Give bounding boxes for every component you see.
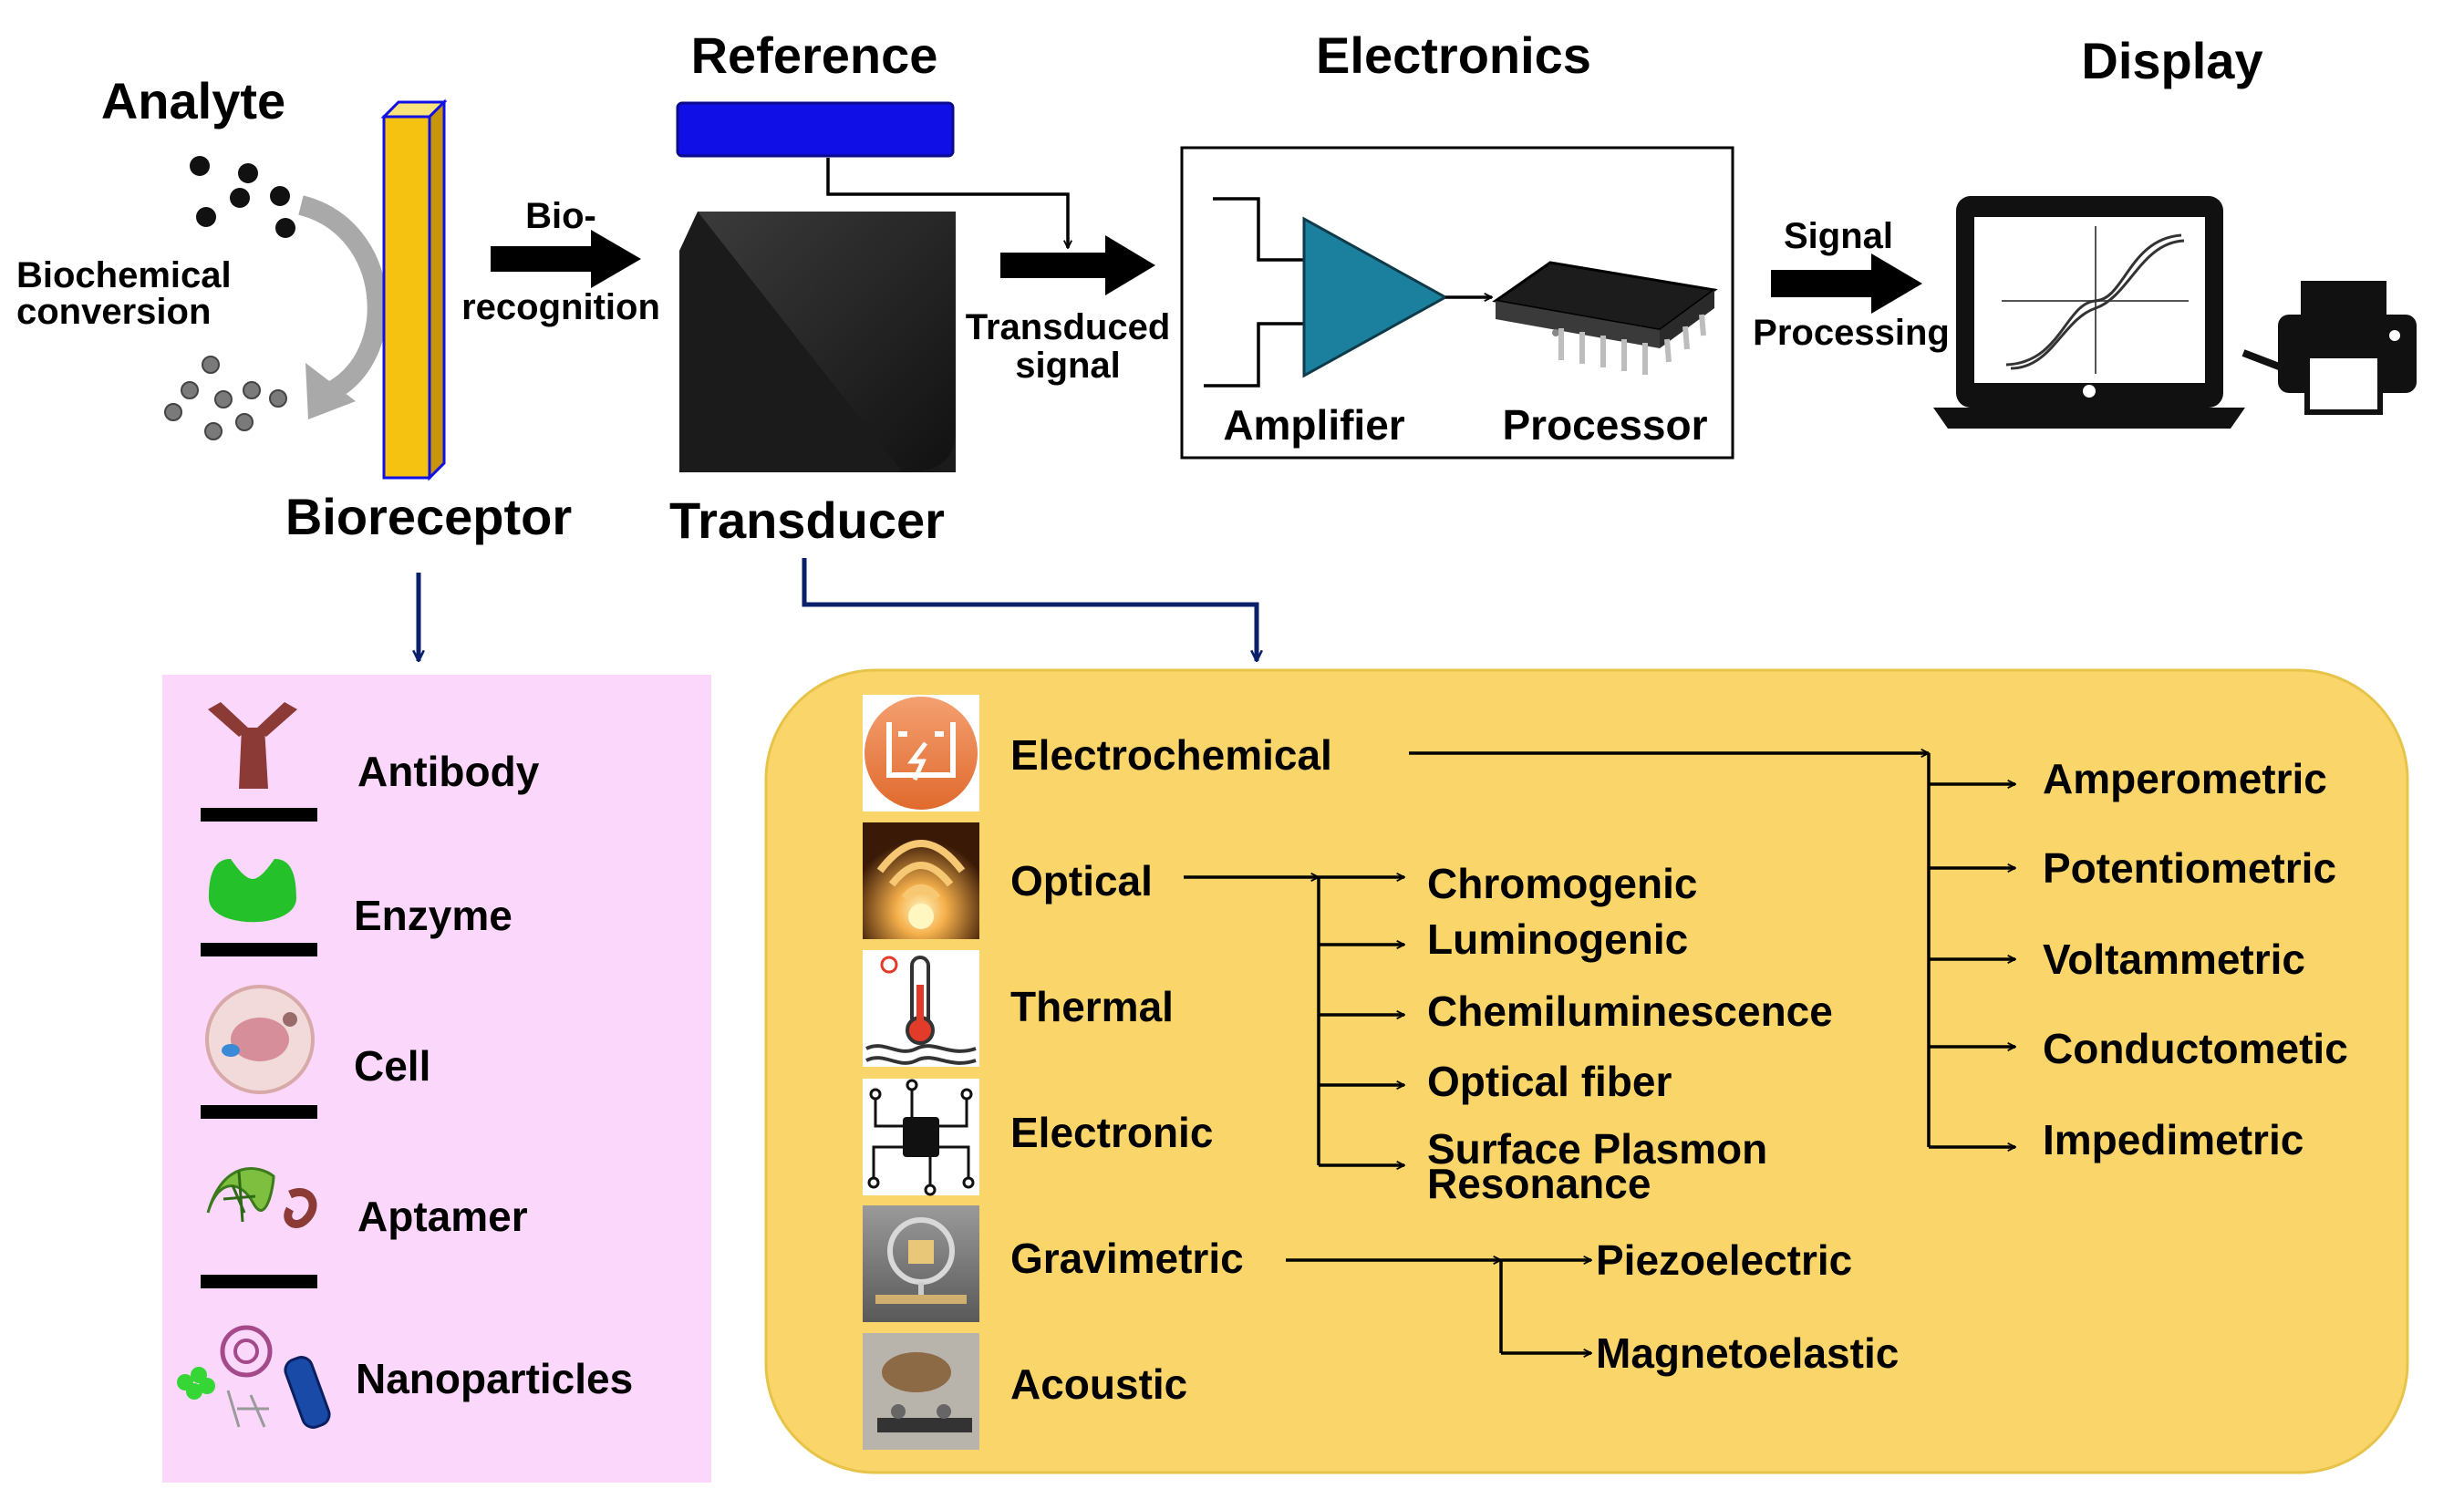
electrochemical-label: Electrochemical <box>1010 731 1332 779</box>
signal-processing-arrow <box>1771 253 1922 314</box>
analyte-heading: Analyte <box>101 72 285 129</box>
luminogenic-label: Luminogenic <box>1427 915 1688 963</box>
product-particles <box>164 356 287 440</box>
signal-label-2: Processing <box>1753 313 1950 353</box>
laptop-display-icon <box>1933 196 2300 429</box>
biorecognition-arrow <box>491 230 641 288</box>
piezoelectric-label: Piezoelectric <box>1596 1236 1852 1284</box>
transducer-labels: Electrochemical Optical Thermal Electron… <box>1010 731 1332 1408</box>
enzyme-icon <box>201 859 317 956</box>
potentiometric-label: Potentiometric <box>2043 844 2336 892</box>
transducer-panel <box>764 668 2409 1474</box>
transducer-block <box>679 212 956 472</box>
chemiluminescence-label: Chemiluminescence <box>1427 987 1833 1035</box>
nanoparticles-label: Nanoparticles <box>356 1355 633 1402</box>
electrochemical-types: Amperometric Potentiometric Voltammetric… <box>2043 755 2348 1163</box>
aptamer-icon <box>201 1167 317 1288</box>
transducer-expand-arrow <box>802 558 1257 661</box>
bioreceptor-label: Bioreceptor <box>285 488 572 545</box>
electrochemical-icon <box>863 695 979 812</box>
acoustic-icon <box>863 1333 979 1450</box>
nanoparticles-icon <box>177 1325 331 1429</box>
reference-heading: Reference <box>691 26 938 84</box>
amplifier-input-top <box>1213 197 1304 262</box>
electronic-label: Electronic <box>1010 1109 1213 1156</box>
transducer-label: Transducer <box>669 491 945 549</box>
display-heading: Display <box>2081 32 2262 89</box>
processor-chip <box>1492 261 1718 375</box>
bioreceptor-bar <box>380 98 448 481</box>
reference-bar <box>676 101 955 158</box>
thermal-icon <box>863 950 979 1067</box>
signal-label-1: Signal <box>1784 216 1893 256</box>
optical-types: Chromogenic Luminogenic Chemiluminescenc… <box>1427 860 1833 1207</box>
biorecognition-label-2: recognition <box>461 287 660 327</box>
amplifier-input-bottom <box>1204 322 1304 388</box>
antibody-label: Antibody <box>357 748 540 795</box>
aptamer-label: Aptamer <box>357 1193 528 1240</box>
surface-plasmon-label: Surface Plasmon <box>1427 1125 1767 1173</box>
electronics-heading: Electronics <box>1316 26 1591 84</box>
biochemical-label-1: Biochemical <box>16 255 232 295</box>
impedimetric-label: Impedimetric <box>2043 1116 2304 1163</box>
resonance-label: Resonance <box>1427 1160 1651 1207</box>
gravimetric-icon <box>863 1205 979 1322</box>
conversion-arrow <box>297 195 388 401</box>
optical-icon <box>863 822 979 939</box>
processor-label: Processor <box>1502 401 1707 449</box>
cell-label: Cell <box>354 1042 430 1090</box>
gravimetric-label: Gravimetric <box>1010 1235 1244 1282</box>
conversion-arrowhead <box>305 363 356 419</box>
bioreceptor-labels: Antibody Enzyme Cell Aptamer Nanoparticl… <box>354 748 633 1402</box>
transduced-signal-arrow <box>1000 235 1155 295</box>
gravimetric-types: Piezoelectric Magnetoelastic <box>1596 1236 1899 1377</box>
biorecognition-label-1: Bio- <box>525 196 596 236</box>
cell-icon <box>201 985 317 1119</box>
optical-tree <box>1184 877 1404 1165</box>
biochemical-label-2: conversion <box>16 292 211 332</box>
transduced-label-2: signal <box>1015 346 1121 386</box>
analyte-particles <box>190 156 295 238</box>
transduced-label-1: Transduced <box>966 307 1171 347</box>
magnetoelastic-label: Magnetoelastic <box>1596 1329 1899 1377</box>
amplifier-triangle <box>1302 216 1449 378</box>
optical-fiber-label: Optical fiber <box>1427 1058 1672 1105</box>
voltammetric-label: Voltammetric <box>2043 936 2305 983</box>
antibody-icon <box>201 702 317 822</box>
optical-label: Optical <box>1010 857 1153 905</box>
acoustic-label: Acoustic <box>1010 1360 1187 1408</box>
reference-line <box>826 158 1068 248</box>
amperometric-label: Amperometric <box>2043 755 2327 802</box>
thermal-label: Thermal <box>1010 983 1174 1030</box>
printer-icon <box>2278 281 2417 415</box>
chromogenic-label: Chromogenic <box>1427 860 1697 907</box>
enzyme-label: Enzyme <box>354 892 512 939</box>
electronic-icon <box>863 1079 979 1196</box>
gravimetric-tree <box>1286 1260 1591 1353</box>
amplifier-label: Amplifier <box>1223 401 1404 449</box>
conductometic-label: Conductometic <box>2043 1025 2348 1072</box>
electrochemical-tree <box>1409 753 2015 1147</box>
